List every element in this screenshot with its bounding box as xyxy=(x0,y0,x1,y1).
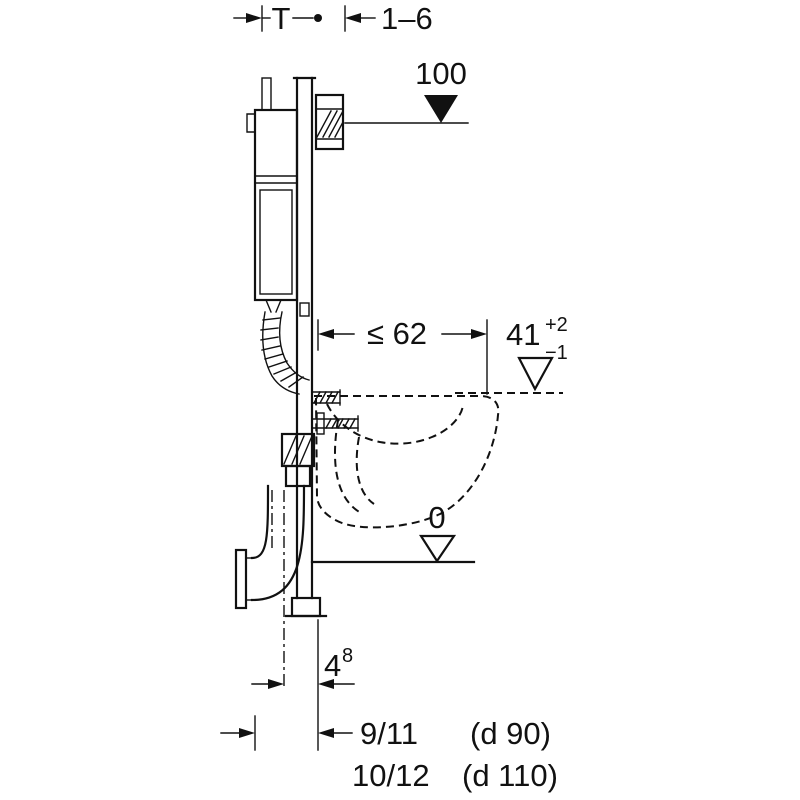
corrugation-tick xyxy=(268,360,288,368)
cistern-access-panel xyxy=(259,189,293,295)
actuator-box xyxy=(314,93,345,151)
flush-plate-box xyxy=(314,93,345,151)
corrugation-tick xyxy=(261,345,281,351)
outlet-row1-pipe: (d 90) xyxy=(470,716,551,751)
corrugation-tick xyxy=(280,371,298,382)
rail-hole xyxy=(299,302,310,317)
drain-assembly xyxy=(234,432,316,690)
elbow-inner-wall xyxy=(250,484,270,560)
corrugation-tick xyxy=(288,376,304,388)
thread-tick xyxy=(313,391,321,404)
pan-trap-inner xyxy=(355,436,375,505)
hatch-tick xyxy=(299,435,313,465)
hatch-tick xyxy=(283,435,297,465)
filler-pipe xyxy=(261,77,272,111)
thread-tick xyxy=(331,418,338,429)
thread-tick xyxy=(319,391,327,404)
dimension-plate-depth: 1–6 xyxy=(344,1,433,36)
flush-pipe-bend xyxy=(260,311,341,406)
outlet-row2-value: 10/12 xyxy=(352,758,430,793)
arrowhead-left-icon xyxy=(345,13,361,23)
elbow-outer-wall xyxy=(250,484,306,602)
level-open-triangle-icon xyxy=(418,534,457,563)
rod-plate xyxy=(316,412,325,435)
funnel-line xyxy=(265,299,272,313)
reference-dot-icon xyxy=(314,14,322,22)
thread-tick xyxy=(349,418,356,429)
cistern-body xyxy=(253,108,299,302)
cistern xyxy=(246,77,299,313)
pan-trap xyxy=(334,419,362,514)
floor-level-label: 0 xyxy=(428,500,445,535)
level-open-triangle-icon xyxy=(517,356,554,392)
corrugation-tick xyxy=(264,353,284,360)
fixing-rod xyxy=(311,412,359,435)
level-100-label: 100 xyxy=(415,56,467,91)
cistern-tab xyxy=(246,113,256,133)
thread-tick xyxy=(325,418,332,429)
outlet-row1-value: 9/11 xyxy=(360,716,418,751)
level-marker-100: 100 xyxy=(344,56,469,124)
thread-tick xyxy=(337,418,344,429)
hatch-tick xyxy=(328,110,344,138)
dimension-outlet-rows: 9/11 (d 90) 10/12 (d 110) xyxy=(220,715,558,793)
level-filled-triangle-icon xyxy=(424,95,458,123)
thread-tick xyxy=(331,391,339,404)
hatch-tick xyxy=(316,110,332,138)
arrowhead-right-icon xyxy=(268,679,284,689)
dimension-outlet-offset: 4 8 xyxy=(251,619,355,751)
arrowhead-left-icon xyxy=(318,679,334,689)
hatch-tick xyxy=(291,435,305,465)
pan-rim xyxy=(326,403,464,445)
dimension-pan-height: 41 +2 −1 xyxy=(455,314,568,394)
bend-outer-wall xyxy=(262,311,300,395)
outlet-flange xyxy=(234,548,248,610)
pan-height-label: 41 xyxy=(506,317,540,352)
outlet-row2-pipe: (d 110) xyxy=(462,758,558,793)
dimension-wall-thickness: T xyxy=(233,1,322,36)
pan-height-tol-plus: +2 xyxy=(545,314,568,336)
arrowhead-right-icon xyxy=(246,13,262,23)
dimension-pan-depth: ≤ 62 xyxy=(317,316,488,395)
arrowhead-left-icon xyxy=(318,728,334,738)
corrugation-tick xyxy=(273,366,292,375)
corrugation-tick xyxy=(262,317,281,321)
funnel-line xyxy=(275,299,282,313)
corrugation-tick xyxy=(260,327,279,331)
frame-rail xyxy=(284,76,328,618)
hatch-tick xyxy=(322,110,338,138)
corrugation-tick xyxy=(260,336,279,341)
arrowhead-left-icon xyxy=(318,329,334,339)
pan-profile xyxy=(314,395,500,529)
arrowhead-right-icon xyxy=(471,329,487,339)
pan-depth-label: ≤ 62 xyxy=(367,316,427,351)
wc-pan-outline xyxy=(314,395,500,529)
outlet-offset-label: 4 xyxy=(324,648,341,683)
thread-tick xyxy=(325,391,333,404)
drain-reducer xyxy=(284,464,312,488)
floor-level-marker: 0 xyxy=(310,500,476,564)
outlet-offset-sup: 8 xyxy=(342,645,353,667)
plate-depth-label: 1–6 xyxy=(381,1,433,36)
wall-thickness-label: T xyxy=(272,1,291,36)
arrowhead-right-icon xyxy=(239,728,255,738)
hatch-tick xyxy=(334,121,344,138)
rail-foot xyxy=(290,596,322,618)
